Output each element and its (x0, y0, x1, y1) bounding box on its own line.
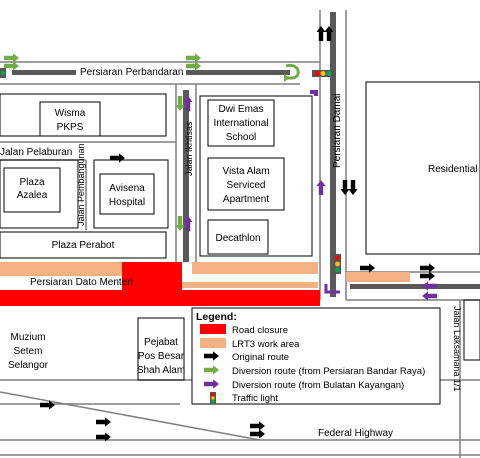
diversion-bulatan-kayangan-arrows (183, 90, 437, 301)
legend-label-diversion-bandar: Diversion route (from Persiaran Bandar R… (232, 366, 425, 377)
road-labels: Persiaran Perbandaran Jalan Pelaburan Ja… (0, 64, 462, 439)
legend-lrt3-swatch (200, 338, 226, 348)
road-strip-ikhtisas (183, 90, 189, 262)
building-plaza-azalea (3, 167, 61, 213)
building-avisena (99, 173, 155, 215)
legend: Legend: Road closure LRT3 work area Orig… (191, 307, 441, 405)
building-vista-alam (207, 157, 285, 211)
block-avisena (93, 159, 169, 229)
block-residential (365, 81, 480, 255)
diversion-green-arrow (186, 53, 201, 63)
road-label-pembangunan: Jalan Pembangunan (76, 143, 86, 226)
buildings (0, 81, 480, 381)
original-route-arrow (360, 263, 375, 273)
block-vista-alam (199, 95, 313, 257)
road-label-dato-menteri: Persiaran Dato Menteri (30, 277, 133, 288)
legend-title: Legend: (196, 311, 237, 323)
traffic-light-icon (210, 392, 216, 404)
label-pos-line2: Pos Besar (138, 351, 185, 362)
traffic-light-icon (334, 254, 341, 274)
lrt3-work-areas (0, 262, 410, 288)
label-dwi-emas-line2: International (213, 118, 268, 129)
diversion-green-arrow (4, 53, 19, 63)
label-decathlon: Decathlon (215, 233, 260, 244)
label-muzium-line2: Setem (14, 346, 43, 357)
road-closure-area (122, 262, 182, 290)
original-route-arrow (420, 271, 435, 281)
road-closures (0, 262, 320, 306)
legend-box (191, 307, 441, 405)
label-wisma-line2: PKPS (57, 122, 84, 133)
original-route-arrow (96, 417, 111, 427)
label-azalea-line2: Azalea (17, 190, 48, 201)
diversion-purple-corner (324, 284, 340, 294)
legend-label-lrt3: LRT3 work area (232, 339, 300, 350)
original-route-arrow (110, 153, 125, 163)
lrt3-work-area (0, 262, 122, 276)
building-east (463, 299, 480, 361)
label-pos-line1: Pejabat (144, 337, 178, 348)
original-route-arrow (340, 180, 350, 195)
label-dwi-emas-line3: School (226, 132, 257, 143)
block-plaza-azalea (0, 159, 79, 229)
label-dwi-emas-line1: Dwi Emas (218, 104, 263, 115)
road-label-highway: Federal Highway (318, 428, 393, 439)
legend-label-traffic-light: Traffic light (232, 393, 278, 404)
original-route-arrow (420, 263, 435, 273)
road-label-bg (76, 64, 186, 78)
diversion-purple-arrow (422, 281, 437, 291)
original-route-arrow (250, 421, 265, 431)
road-label-ikhtisas: Jalan Ikhtisas (184, 121, 194, 176)
road-label-bg (310, 426, 400, 438)
diversion-bandar-raya-arrows (4, 53, 300, 231)
lrt3-work-area (192, 262, 318, 274)
diversion-purple-arrow (316, 180, 326, 195)
label-avisena-line1: Avisena (109, 183, 145, 194)
traffic-light-icon (312, 70, 334, 77)
legend-label-diversion-kayangan: Diversion route (from Bulatan Kayangan) (232, 380, 404, 391)
building-labels: Wisma PKPS Dwi Emas International School… (8, 104, 478, 376)
road-label-damai: Persiaran Damai (332, 94, 343, 168)
lrt3-work-area (182, 282, 318, 288)
road-label-perbandaran: Persiaran Perbandaran (80, 67, 183, 78)
diversion-purple-arrow (422, 291, 437, 301)
building-dwi-emas (207, 99, 275, 147)
road-label-pelaburan: Jalan Pelaburan (0, 147, 72, 158)
u-turn-green-arrowhead (284, 74, 290, 82)
building-plaza-perabot (0, 231, 167, 259)
label-avisena-line2: Hospital (109, 197, 145, 208)
road-strip-damai (330, 12, 336, 297)
label-wisma-line1: Wisma (55, 108, 86, 119)
diversion-green-arrow (186, 61, 201, 71)
label-azalea-line1: Plaza (19, 177, 44, 188)
road-highway-ramp (0, 391, 261, 441)
road-label-laksamana: Jalan Laksamana 1/1 (452, 306, 462, 392)
label-plaza-perabot: Plaza Perabot (52, 240, 115, 251)
label-muzium-line3: Selangor (8, 360, 49, 371)
traffic-light-icon (0, 68, 6, 78)
original-route-arrow (348, 180, 358, 195)
label-vista-line1: Vista Alam (222, 166, 269, 177)
label-vista-line3: Apartment (223, 194, 269, 205)
road-strip-east (350, 284, 480, 289)
traffic-lights (0, 68, 341, 274)
lrt3-work-area (346, 272, 410, 282)
label-muzium-line1: Muzium (10, 332, 45, 343)
legend-label-road-closure: Road closure (232, 325, 288, 336)
label-vista-line2: Serviced (227, 180, 266, 191)
label-pos-line3: Shah Alam (137, 365, 185, 376)
legend-road-closure-swatch (200, 324, 226, 334)
original-route-arrow (316, 26, 326, 41)
diversion-purple-corner (310, 90, 318, 96)
original-route-arrow (250, 429, 265, 439)
diversion-green-arrow (4, 61, 19, 71)
building-pejabat-pos (137, 317, 185, 381)
u-turn-green-arrow (285, 63, 300, 80)
building-wisma-pkps (39, 101, 101, 137)
label-residential: Residential (428, 164, 477, 175)
road-closure-area (0, 290, 320, 306)
building-decathlon (207, 219, 269, 255)
legend-label-original: Original route (232, 352, 289, 363)
